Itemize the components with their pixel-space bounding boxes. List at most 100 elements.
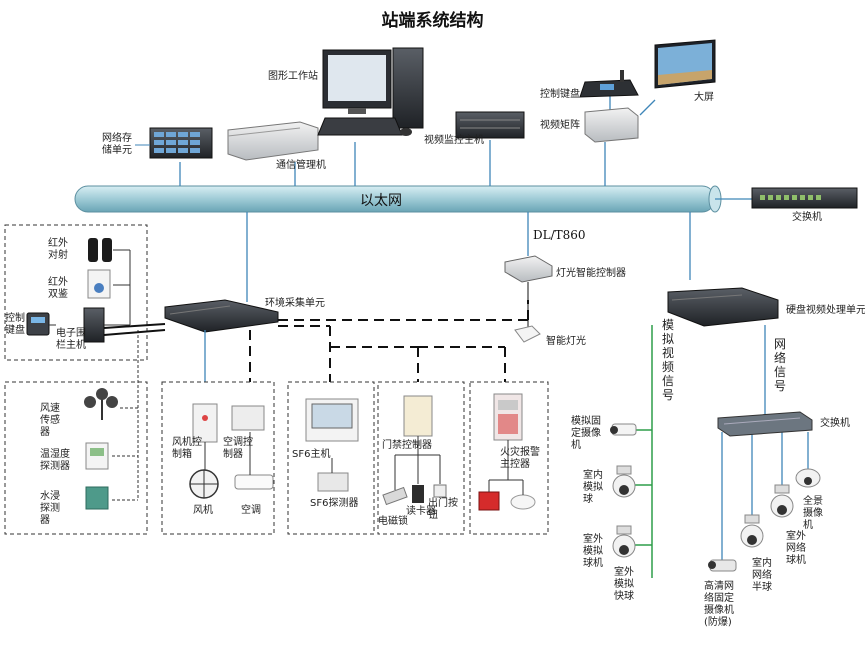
video-control-host-label: 视频监控主机 bbox=[424, 135, 484, 146]
electric-lock-label: 电磁锁 bbox=[378, 516, 408, 527]
sf6-host-label: SF6主机 bbox=[292, 449, 331, 460]
analog-fixed-camera-label: 模拟固定摄像机 bbox=[571, 416, 601, 451]
fire-links bbox=[488, 440, 524, 495]
sf6-group-box bbox=[287, 381, 375, 535]
env-collect-label: 环境采集单元 bbox=[265, 298, 325, 309]
indoor-analog-dome-icon bbox=[612, 465, 636, 498]
door-controller-label: 门禁控制器 bbox=[382, 440, 432, 451]
video-matrix-icon bbox=[584, 107, 639, 143]
env-sensor-links bbox=[112, 330, 139, 501]
switch-right-icon bbox=[717, 411, 813, 437]
network-signal-links bbox=[721, 325, 809, 565]
exit-button-icon bbox=[433, 484, 447, 498]
keyboard-left-label: 控制键盘 bbox=[5, 313, 25, 336]
indoor-analog-dome-label: 室内模拟球 bbox=[583, 470, 603, 505]
access-group-box bbox=[377, 381, 465, 535]
outdoor-analog-dome-icon bbox=[612, 525, 636, 558]
card-reader-icon bbox=[412, 485, 424, 503]
analog-video-signal-label: 模拟视频信号 bbox=[661, 318, 674, 402]
panoramic-camera-icon bbox=[795, 468, 821, 488]
fire-controller-label: 火灾报警主控器 bbox=[500, 447, 540, 470]
env-sensor-group-box bbox=[4, 381, 148, 535]
keyboard-left-icon bbox=[26, 312, 50, 336]
ac-controller-label: 空调控制器 bbox=[223, 437, 253, 460]
control-keyboard-top-icon bbox=[579, 70, 639, 98]
control-keyboard-label: 控制键盘 bbox=[540, 89, 580, 100]
security-group-box bbox=[4, 224, 148, 361]
switch-top-label: 交换机 bbox=[792, 212, 822, 223]
exit-button-label: 出门按钮 bbox=[428, 498, 458, 521]
outdoor-analog-dome-label: 室外模拟球机 bbox=[583, 534, 603, 569]
emergency-light-icon bbox=[514, 325, 541, 343]
light-controller-icon bbox=[504, 255, 553, 283]
nvr-label: 硬盘视频处理单元 bbox=[786, 305, 865, 316]
switch-right-label: 交换机 bbox=[820, 418, 850, 429]
top-links bbox=[179, 95, 752, 302]
switch-top-icon bbox=[751, 187, 858, 209]
fan-label: 风机 bbox=[193, 505, 213, 516]
ir-beam-icon bbox=[88, 238, 112, 262]
fan-control-icon bbox=[192, 403, 218, 443]
electric-lock-icon bbox=[382, 486, 408, 506]
env-collect-unit-icon bbox=[164, 299, 279, 333]
sf6-host-icon bbox=[305, 398, 359, 442]
emergency-light-label: 智能灯光 bbox=[546, 336, 586, 347]
panoramic-camera-label: 全景摄像机 bbox=[803, 496, 823, 531]
smoke-detector-icon bbox=[510, 494, 536, 510]
fire-alarm-bell-icon bbox=[478, 491, 500, 511]
comm-manager-label: 通信管理机 bbox=[276, 160, 326, 171]
big-screen-label: 大屏 bbox=[694, 92, 714, 103]
ac-controller-icon bbox=[231, 405, 265, 431]
ac-icon bbox=[234, 474, 274, 490]
ac-label: 空调 bbox=[241, 505, 261, 516]
network-storage-icon bbox=[149, 127, 213, 159]
fan-icon bbox=[189, 469, 219, 499]
security-links bbox=[49, 249, 131, 326]
indoor-network-dome-icon bbox=[740, 514, 764, 548]
sf6-sensor-icon bbox=[317, 472, 349, 492]
sf6-sensor-label: SF6探测器 bbox=[310, 498, 359, 509]
e-fence-host-icon bbox=[83, 307, 105, 343]
fire-controller-icon bbox=[493, 393, 523, 441]
indoor-network-dome-label: 室内网络半球 bbox=[752, 558, 772, 593]
outdoor-network-dome-icon bbox=[770, 484, 794, 518]
hd-fixed-camera-icon bbox=[708, 559, 737, 572]
fire-group-box bbox=[469, 381, 549, 535]
network-signal-label: 网络信号 bbox=[773, 337, 786, 393]
hvac-group-box bbox=[161, 381, 275, 535]
access-links bbox=[394, 436, 441, 490]
fan-control-label: 风机控制箱 bbox=[172, 437, 202, 460]
outdoor-analog-fast-label: 室外模拟快球 bbox=[614, 567, 634, 602]
video-matrix-label: 视频矩阵 bbox=[540, 120, 580, 131]
water-sensor-label: 水浸探测器 bbox=[40, 491, 60, 526]
ir-dual-label: 红外双鉴 bbox=[48, 277, 68, 300]
card-reader-label: 读卡器 bbox=[406, 506, 436, 517]
hd-fixed-camera-label: 高清网络固定摄像机(防爆) bbox=[704, 581, 734, 628]
ir-dual-icon bbox=[87, 269, 111, 299]
video-control-host-icon bbox=[455, 111, 525, 139]
big-screen-icon bbox=[654, 39, 716, 89]
ir-beam-label: 红外对射 bbox=[48, 238, 68, 261]
nvr-icon bbox=[667, 287, 779, 327]
hvac-links bbox=[204, 432, 251, 475]
env-dashed-links bbox=[249, 300, 529, 382]
network-storage-label: 网络存储单元 bbox=[102, 133, 132, 156]
e-fence-host-label: 电子围栏主机 bbox=[56, 328, 86, 351]
wind-sensor-icon bbox=[84, 388, 118, 420]
comm-manager-icon bbox=[227, 121, 319, 161]
temp-humidity-icon bbox=[85, 442, 109, 470]
env-main-links bbox=[103, 323, 166, 336]
outdoor-network-dome-label: 室外网络球机 bbox=[786, 531, 806, 566]
light-controller-label: 灯光智能控制器 bbox=[556, 268, 626, 279]
door-controller-icon bbox=[403, 395, 433, 437]
analog-fixed-camera-icon bbox=[610, 423, 637, 436]
water-sensor-icon bbox=[85, 486, 109, 510]
graphics-workstation-icon bbox=[317, 47, 424, 136]
protocol-label: DL/T860 bbox=[533, 228, 586, 242]
graphics-workstation-label: 图形工作站 bbox=[268, 71, 318, 82]
temp-humidity-label: 温湿度探测器 bbox=[40, 449, 70, 472]
wind-sensor-label: 风速传感器 bbox=[40, 403, 60, 438]
ethernet-label: 以太网 bbox=[360, 193, 402, 209]
